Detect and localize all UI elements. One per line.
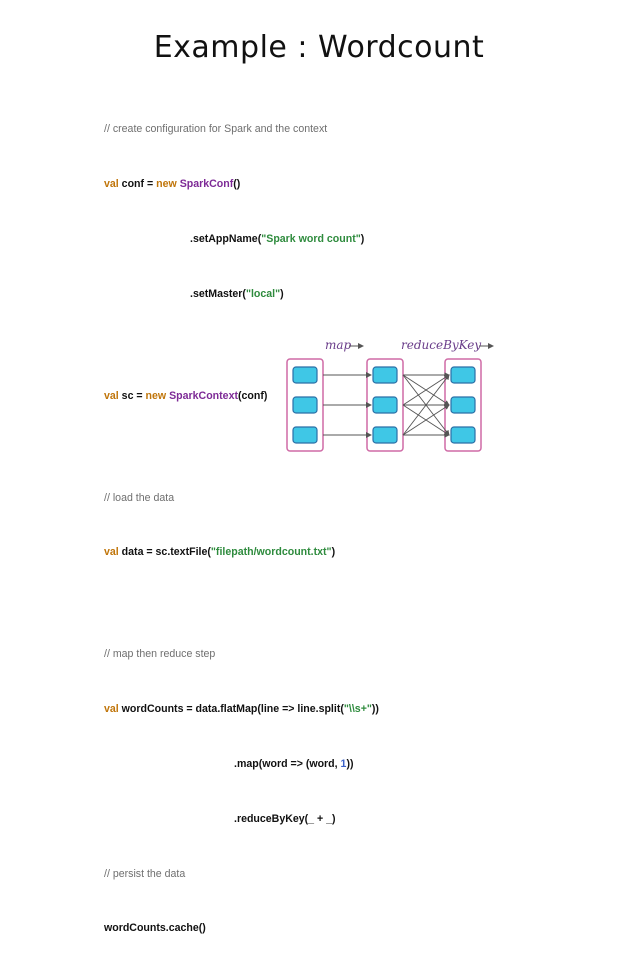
input-block [292,426,318,444]
code-text: .setAppName( [190,233,262,245]
code-text: () [233,178,241,191]
code-line: val conf = new SparkConf() [104,178,379,192]
code-text: .map(word => (word, [234,757,341,770]
code-comment: // map then reduce step [104,648,216,661]
code-line: .setAppName("Spark word count") [104,233,379,247]
shuffle-arrows [402,372,450,438]
code-blank [104,601,379,607]
code-text: (conf) [237,389,268,402]
code-line: wordCounts.cache() [104,922,379,936]
map-reduce-diagram: map reduceByKey [286,338,494,452]
code-string: "\\s+" [343,703,372,716]
code-text: wordCounts.cache() [104,922,206,935]
code-line: val data = sc.textFile("filepath/wordcou… [104,546,379,560]
code-text: conf = [118,178,157,191]
code-block: // create configuration for Spark and th… [104,96,379,958]
reduce-block [450,396,476,414]
code-text: ) [360,233,365,245]
code-text: )) [371,703,379,716]
input-block [292,396,318,414]
code-line: .setMaster("local") [104,288,379,302]
code-text: .setMaster( [190,287,246,300]
map-block [372,366,398,384]
code-string: "filepath/wordcount.txt" [210,546,332,559]
code-line: .map(word => (word, 1)) [104,758,379,772]
code-keyword: val [104,703,119,716]
code-text: ) [280,287,284,300]
code-class: SparkContext [169,389,238,402]
slide-title: Example : Wordcount [153,30,485,65]
code-text: sc = [118,389,146,402]
reduce-block [450,426,476,444]
code-line: val sc = new SparkContext(conf) [104,390,379,404]
slide: Example : Wordcount // create configurat… [104,30,494,934]
code-comment: // create configuration for Spark and th… [104,123,328,136]
code-text: ) [331,546,336,559]
diagram-label-reduce: reduceByKey [401,338,481,352]
code-line: .reduceByKey(_ + _) [104,813,379,827]
code-line: val wordCounts = data.flatMap(line => li… [104,703,379,717]
code-keyword: val [104,546,119,559]
code-comment: // load the data [104,491,175,504]
input-block [292,366,318,384]
code-comment: // persist the data [104,867,186,880]
code-keyword: new [145,389,167,402]
code-text: wordCounts = data.flatMap(line => line.s… [118,703,344,716]
code-text: data = sc.textFile( [118,546,211,559]
code-string: "local" [245,287,281,300]
map-arrows [323,372,372,438]
code-text: .reduceByKey(_ + _) [234,812,336,825]
code-keyword: new [156,178,177,191]
code-class: SparkConf [179,178,234,191]
map-block [372,426,398,444]
reduce-block [450,366,476,384]
code-string: "Spark word count" [261,233,361,245]
code-text: )) [346,757,354,770]
map-block [372,396,398,414]
code-keyword: val [104,389,119,402]
diagram-label-map: map [325,338,352,352]
code-keyword: val [104,178,119,191]
